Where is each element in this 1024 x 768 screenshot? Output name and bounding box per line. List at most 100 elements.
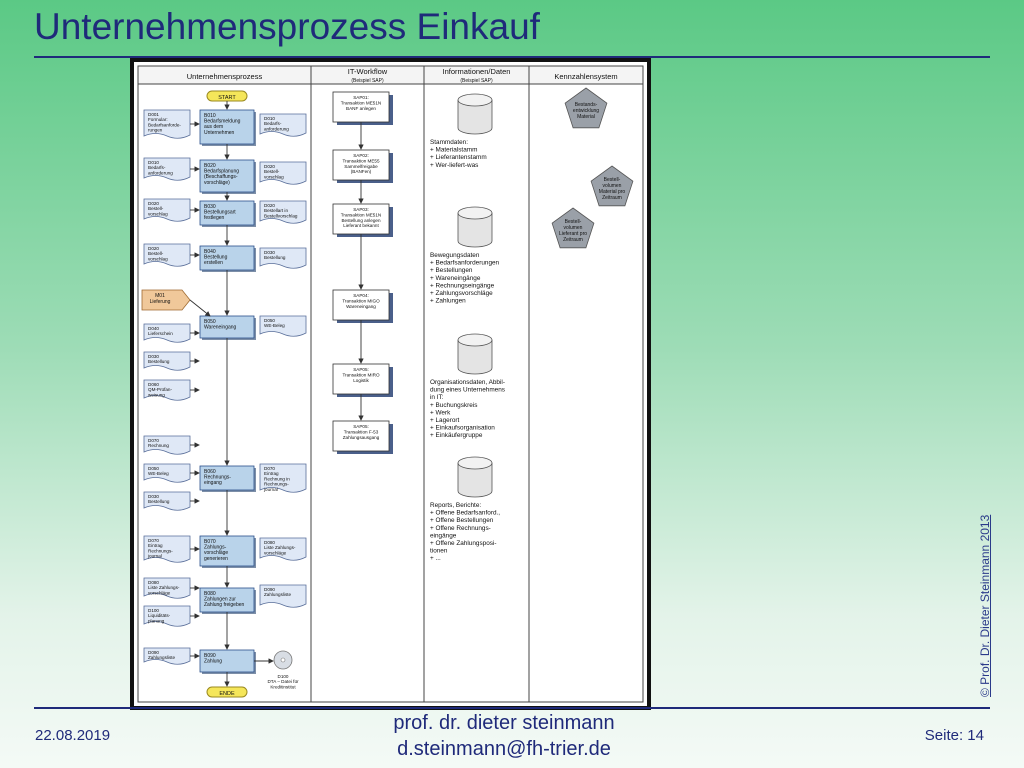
- diagram-label: Bestellvorschlag: [264, 213, 298, 218]
- diagram-label: M01: [155, 293, 165, 299]
- diagram-label: tionen: [430, 548, 448, 555]
- diagram-label: D050: [148, 466, 159, 471]
- diagram-label: D060: [148, 382, 159, 387]
- diagram-label: Rechnungs-: [264, 482, 289, 487]
- diagram-label: journal: [147, 554, 162, 559]
- diagram-label: Bestellungsart: [204, 210, 236, 216]
- diagram-label: Stammdaten:: [430, 139, 468, 146]
- process-step-b020: B020Bedarfsplanung(Beschaffungs-vorschlä…: [199, 159, 256, 194]
- diagram-label: Rechnung in: [264, 476, 290, 481]
- diagram-label: Transaktion ME51N: [341, 100, 381, 105]
- diagram-label: D010: [264, 116, 275, 121]
- diagram-label: SAP04:: [353, 293, 369, 298]
- diagram-label: Bewegungsdaten: [430, 252, 480, 259]
- diagram-label: vorschläge: [264, 550, 287, 555]
- diagram-label: Informationen/Daten: [443, 67, 511, 76]
- diagram-label: + Offene Rechnungs-: [430, 525, 491, 532]
- diagram-label: vorschläge): [204, 180, 230, 186]
- diagram-label: B050: [204, 319, 216, 325]
- diagram-label: eingänge: [430, 532, 457, 539]
- diagram-label: Bedarfsplanung: [204, 169, 239, 175]
- diagram-label: Bestellung: [148, 359, 170, 364]
- lane-4: Kennzahlensystem: [528, 65, 644, 703]
- diagram-label: vorschlag: [264, 174, 284, 179]
- diagram-label: SAP05:: [353, 424, 369, 429]
- diagram-label: volumen: [603, 183, 622, 189]
- diagram-label: START: [218, 95, 236, 101]
- diagram-label: anforderung: [148, 170, 173, 175]
- diagram-label: Bestell-: [148, 206, 164, 211]
- diagram-label: D040: [148, 326, 159, 331]
- diagram-label: Zahlungsliste: [264, 592, 292, 597]
- diagram-label: Rechnungs-: [148, 548, 173, 553]
- diagram-label: DTA – Datei für: [267, 679, 299, 684]
- diagram-label: D030: [148, 354, 159, 359]
- footer-author-block: prof. dr. dieter steinmann d.steinmann@f…: [378, 710, 630, 762]
- diagram-label: D080: [264, 540, 275, 545]
- diagram-label: + Einkaufsorganisation: [430, 425, 495, 432]
- diagram-label: IT-Workflow: [348, 67, 388, 76]
- diagram-label: Bestell-: [148, 251, 164, 256]
- footer-email[interactable]: d.steinmann@fh-trier.de: [397, 738, 611, 760]
- diagram-label: D050: [264, 318, 275, 323]
- diagram-label: Rechnung: [148, 443, 169, 448]
- diagram-label: D030: [148, 494, 159, 499]
- diagram-label: Zahlung freigeben: [204, 602, 245, 608]
- diagram-label: D020: [264, 203, 275, 208]
- start-terminal: START: [206, 90, 248, 102]
- diagram-label: rungen: [148, 128, 163, 133]
- diagram-label: Bestands-: [575, 102, 598, 108]
- diagram-label: Zeitraum: [563, 237, 583, 243]
- diagram-label: Bestellung anlegen: [341, 218, 381, 223]
- slide-title: Unternehmensprozess Einkauf: [34, 6, 540, 47]
- diagram-label: Zeitraum: [602, 195, 622, 201]
- diagram-label: B030: [204, 204, 216, 210]
- data-store-4: Reports, Berichte:+ Offene Bedarfsanford…: [430, 456, 500, 562]
- diagram-label: D020: [264, 164, 275, 169]
- data-store-1: Stammdaten:+ Materialstamm+ Lieferantens…: [430, 93, 493, 169]
- diagram-label: Bedarfsanforde-: [148, 122, 181, 127]
- diagram-label: Bestell-: [565, 219, 582, 225]
- diagram-label: SAP01:: [353, 95, 369, 100]
- diagram-label: Bestellung: [204, 255, 228, 261]
- diagram-label: entwicklung: [573, 108, 599, 114]
- diagram-label: D090: [148, 650, 159, 655]
- diagram-label: aus dem: [204, 124, 223, 130]
- diagram-label: D010: [148, 160, 159, 165]
- diagram-label: QM-Prüfan-: [148, 387, 172, 392]
- diagram-label: + Bestellungen: [430, 267, 473, 274]
- diagram-label: B040: [204, 249, 216, 255]
- diagram-label: Liquiditäts-: [148, 613, 171, 618]
- diagram-label: + Materialstamm: [430, 147, 477, 154]
- diagram-label: ENDE: [219, 691, 235, 697]
- diagram-label: Logistik: [353, 378, 369, 383]
- diagram-label: B010: [204, 113, 216, 119]
- diagram-label: Lieferschein: [148, 331, 173, 336]
- diagram-label: WE-Beleg: [264, 323, 285, 328]
- diagram-label: + Wer-liefert-was: [430, 162, 478, 169]
- diagram-label: B060: [204, 469, 216, 475]
- diagram-label: Bestellung: [264, 255, 286, 260]
- diagram-label: + Offene Zahlungsposi-: [430, 540, 497, 547]
- process-diagram-svg: UnternehmensprozessIT-Workflow(Beispiel …: [134, 62, 647, 706]
- diagram-label: + ...: [430, 555, 441, 562]
- diagram-label: Bedarfs-: [148, 165, 166, 170]
- diagram-label: anforderung: [264, 126, 289, 131]
- diagram-label: weisung: [148, 392, 165, 397]
- title-rule: [34, 56, 990, 58]
- diagram-label: Sammelfreigabe: [344, 164, 378, 169]
- diagram-label: Bedarfsmeldung: [204, 119, 241, 125]
